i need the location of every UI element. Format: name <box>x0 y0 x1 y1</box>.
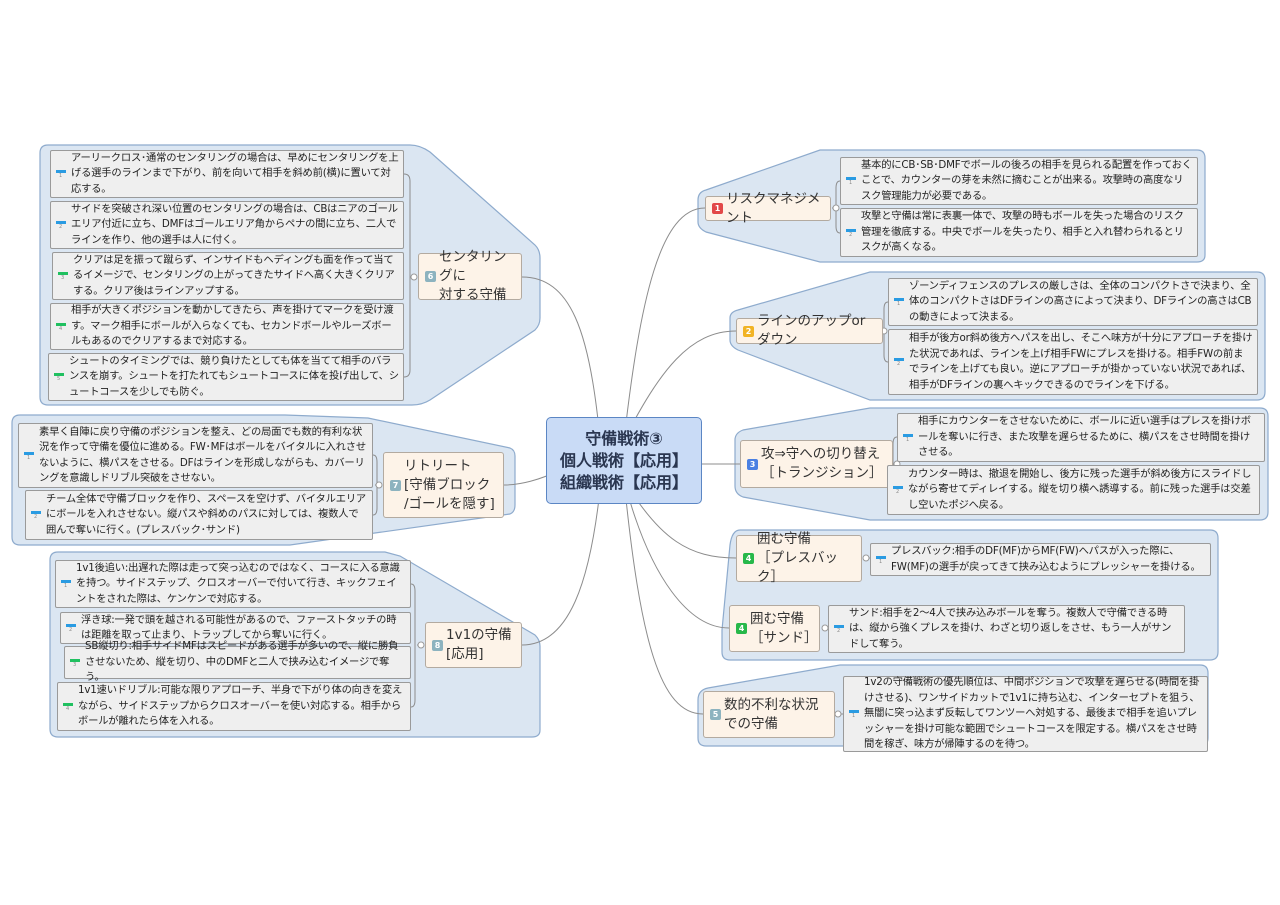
note-text: 相手にカウンターをさせないために、ボールに近い選手はプレスを掛けボールを奪いに行… <box>918 415 1251 459</box>
note-text: 基本的にCB･SB･DMFでボールの後ろの相手を見られる配置を作っておくことで、… <box>861 158 1192 202</box>
topic-label: センタリングに 対する守備 <box>439 249 507 303</box>
topic-label: 数的不利な状況 での守備 <box>724 696 819 732</box>
note-text: 攻撃と守備は常に表裏一体で、攻撃の時もボールを失った場合のリスク管理を徹底する。… <box>861 210 1184 254</box>
note-item[interactable]: 1 相手にカウンターをさせないために、ボールに近い選手はプレスを掛けボールを奪いに… <box>897 413 1265 462</box>
priority-7-icon: 7 <box>390 479 401 491</box>
note-text: 相手が大きくポジションを動かしてきたら、声を掛けてマークを受け渡す。マーク相手に… <box>71 304 394 348</box>
note-item[interactable]: 2 サイドを突破され深い位置のセンタリングの場合は、CBはニアのゴールエリア付近に… <box>50 201 404 249</box>
note-text: 素早く自陣に戻り守備のポジションを整え、どの局面でも数的有利な状況を作って守備を… <box>39 425 366 485</box>
note-text: チーム全体で守備ブロックを作り、スペースを空けず、バイタルエリアにボールを入れさ… <box>46 492 367 536</box>
task-flag-icon: 2 <box>834 625 844 634</box>
note-item[interactable]: 2 攻撃と守備は常に表裏一体で、攻撃の時もボールを失った場合のリスク管理を徹底する… <box>840 208 1198 257</box>
central-topic[interactable]: 守備戦術③ 個人戦術【応用】 組織戦術【応用】 <box>546 417 702 504</box>
note-text: カウンター時は、撤退を開始し、後方に残った選手が斜め後方にスライドしながら寄せて… <box>908 467 1252 511</box>
task-flag-icon: 1 <box>24 451 34 461</box>
task-flag-icon: 3 <box>70 658 80 668</box>
note-item[interactable]: 2 サンド:相手を2～4人で挟み込みボールを奪う。複数人で守備できる時は、縦から強… <box>828 605 1185 653</box>
central-topic-line3: 組織戦術【応用】 <box>559 472 688 492</box>
note-item[interactable]: 2 浮き球:一発で頭を越される可能性があるので、ファーストタッチの時は距離を取って… <box>60 612 411 644</box>
topic-label: ラインのアップorダウン <box>757 313 866 348</box>
task-flag-icon: 1 <box>903 433 913 443</box>
task-flag-icon: 2 <box>893 486 903 495</box>
task-flag-icon: 1 <box>56 170 66 179</box>
note-item[interactable]: 5 シュートのタイミングでは、競り負けたとしても体を当てて相手のバランスを崩す。シ… <box>48 353 404 401</box>
task-flag-icon: 2 <box>894 358 904 367</box>
note-text: サイドを突破され深い位置のセンタリングの場合は、CBはニアのゴールエリア付近に立… <box>71 202 398 246</box>
central-topic-line1: 守備戦術③ <box>585 428 663 448</box>
note-text: 浮き球:一発で頭を越される可能性があるので、ファーストタッチの時は距離を取って止… <box>81 613 397 642</box>
note-text: シュートのタイミングでは、競り負けたとしても体を当てて相手のバランスを崩す。シュ… <box>69 354 399 398</box>
note-item[interactable]: 1 1v1後追い:出遅れた際は走って突っ込むのではなく、コースに入る意識を持つ。サ… <box>55 560 411 608</box>
priority-4-icon: 4 <box>736 623 747 634</box>
note-item[interactable]: 2 チーム全体で守備ブロックを作り、スペースを空けず、バイタルエリアにボールを入れ… <box>25 490 373 540</box>
topic-label: 囲む守備 ［プレスバック］ <box>757 531 838 585</box>
priority-5-icon: 5 <box>710 709 721 720</box>
note-text: 1v1後追い:出遅れた際は走って突っ込むのではなく、コースに入る意識を持つ。サイ… <box>76 561 400 605</box>
task-flag-icon: 2 <box>56 221 66 230</box>
note-item[interactable]: 1 アーリークロス･通常のセンタリングの場合は、早めにセンタリングを上げる選手のラ… <box>50 150 404 198</box>
note-item[interactable]: 2 相手が後方or斜め後方へパスを出し、そこへ味方が十分にアプローチを掛けた状況で… <box>888 329 1258 395</box>
note-item[interactable]: 3 クリアは足を振って蹴らず、インサイドもヘディングも面を作って当てるイメージで、… <box>52 252 404 300</box>
note-text: ゾーンディフェンスのプレスの厳しさは、全体のコンパクトさで決まり、全体のコンパク… <box>909 279 1252 323</box>
topic-label: リトリート [守備ブロック /ゴールを隠す] <box>404 457 495 512</box>
task-flag-icon: 4 <box>56 322 66 332</box>
task-flag-icon: 1 <box>894 298 904 307</box>
task-flag-icon: 1 <box>61 580 71 589</box>
task-flag-icon: 1 <box>846 177 856 186</box>
priority-1-icon: 1 <box>712 203 723 214</box>
priority-8-icon: 8 <box>432 639 443 651</box>
note-text: 1v2の守備戦術の優先順位は、中間ポジションで攻撃を遅らせる(時間を掛けさせる)… <box>864 676 1200 751</box>
priority-3-icon: 3 <box>747 458 758 470</box>
topic-label: リスクマネジメント <box>726 190 821 226</box>
topic-label: 囲む守備 ［サンド］ <box>750 610 818 646</box>
task-flag-icon: 5 <box>54 373 64 382</box>
task-flag-icon: 3 <box>58 272 68 281</box>
note-text: プレスバック:相手のDF(MF)からMF(FW)へパスが入った際に、FW(MF)… <box>891 545 1201 573</box>
note-item[interactable]: 1 ゾーンディフェンスのプレスの厳しさは、全体のコンパクトさで決まり、全体のコンパ… <box>888 278 1258 326</box>
central-topic-line2: 個人戦術【応用】 <box>559 450 688 470</box>
task-flag-icon: 1 <box>876 555 886 565</box>
priority-2-icon: 2 <box>743 325 754 337</box>
task-flag-icon: 4 <box>63 702 73 712</box>
note-text: クリアは足を振って蹴らず、インサイドもヘディングも面を作って当てるイメージで、セ… <box>73 253 395 297</box>
task-flag-icon: 1 <box>849 710 859 719</box>
topic-label: 1v1の守備 [応用] <box>446 627 512 662</box>
note-item[interactable]: 2 カウンター時は、撤退を開始し、後方に残った選手が斜め後方にスライドしながら寄せ… <box>887 465 1260 515</box>
note-item[interactable]: 1 素早く自陣に戻り守備のポジションを整え、どの局面でも数的有利な状況を作って守備… <box>18 423 373 488</box>
topic-label: 攻⇒守への切り替え ［トランジション］ <box>761 446 883 481</box>
note-text: サンド:相手を2～4人で挟み込みボールを奪う。複数人で守備できる時は、縦から強く… <box>849 606 1172 650</box>
task-flag-icon: 2 <box>66 624 76 633</box>
note-text: 1v1速いドリブル:可能な限りアプローチ、半身で下がり体の向きを変えながら、サイ… <box>78 684 403 728</box>
priority-4-icon: 4 <box>743 553 754 564</box>
note-item[interactable]: 4 相手が大きくポジションを動かしてきたら、声を掛けてマークを受け渡す。マーク相手… <box>50 303 404 350</box>
priority-6-icon: 6 <box>425 271 436 282</box>
note-text: 相手が後方or斜め後方へパスを出し、そこへ味方が十分にアプローチを掛けた状況であ… <box>909 332 1253 391</box>
task-flag-icon: 2 <box>31 511 41 520</box>
note-text: SB縦切り:相手サイドMFはスピードがある選手が多いので、縦に勝負させないため、… <box>85 640 399 684</box>
note-item[interactable]: 4 1v1速いドリブル:可能な限りアプローチ、半身で下がり体の向きを変えながら、サ… <box>57 682 411 731</box>
note-item[interactable]: 1 1v2の守備戦術の優先順位は、中間ポジションで攻撃を遅らせる(時間を掛けさせる… <box>843 676 1208 752</box>
note-text: アーリークロス･通常のセンタリングの場合は、早めにセンタリングを上げる選手のライ… <box>71 151 399 195</box>
task-flag-icon: 2 <box>846 228 856 238</box>
note-item[interactable]: 1 基本的にCB･SB･DMFでボールの後ろの相手を見られる配置を作っておくことで… <box>840 157 1198 205</box>
note-item[interactable]: 3 SB縦切り:相手サイドMFはスピードがある選手が多いので、縦に勝負させないため… <box>64 640 411 683</box>
note-item[interactable]: 1 プレスバック:相手のDF(MF)からMF(FW)へパスが入った際に、FW(MF… <box>870 543 1211 576</box>
